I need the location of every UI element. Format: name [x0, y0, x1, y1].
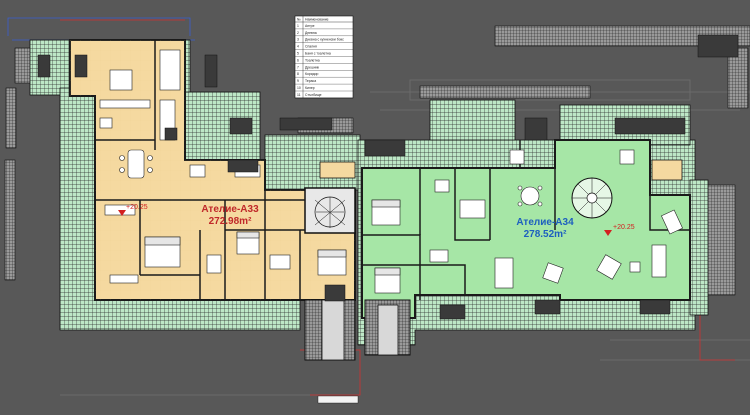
legend-row-no: 11 — [297, 93, 301, 97]
spiral-stair — [571, 177, 613, 219]
level-mark-a33-text: +20.25 — [126, 204, 148, 211]
level-mark-a34: +20.25 — [604, 224, 635, 236]
unit-a33-area: 272.98m² — [209, 216, 252, 227]
legend-row-no: 5 — [297, 52, 299, 56]
legend-row-no: 2 — [297, 31, 299, 35]
unit-a33-name: Ателие-А33 — [201, 204, 259, 215]
legend-row-no: 9 — [297, 79, 299, 83]
legend-row-name: Дневна — [305, 31, 317, 35]
legend-row-name: Коридор — [305, 72, 319, 76]
legend-row-no: 10 — [297, 86, 301, 90]
legend-row-name: Дрешник — [305, 65, 320, 69]
furniture-a33 — [99, 49, 347, 284]
legend-row-name: Дневна с кухненски бокс — [305, 38, 344, 42]
furniture-a34 — [371, 149, 683, 294]
level-mark-a34-text: +20.25 — [613, 224, 635, 231]
legend-row-no: 7 — [297, 65, 299, 69]
legend-row-no: 1 — [297, 24, 299, 28]
legend-row-name: Тоалетна — [305, 58, 320, 62]
legend-row-name: Тераса — [305, 79, 316, 83]
room-legend-table: № Наименование 1 Антре 2 Дневна 3 Дневна с ку… — [294, 15, 354, 99]
window-frames — [37, 34, 739, 320]
legend-row-name: Спалня — [305, 45, 317, 49]
legend-row-no: 4 — [297, 45, 299, 49]
legend-header-no: № — [297, 18, 301, 22]
bottom-stamp — [317, 395, 359, 404]
interior-walls-a33 — [95, 40, 305, 300]
legend-row-name: Килер — [305, 86, 315, 90]
legend-row-no: 8 — [297, 72, 299, 76]
legend-row-name: Антре — [305, 24, 315, 28]
interior-walls-a34 — [362, 140, 690, 300]
legend-header-name: Наименование — [305, 18, 329, 22]
stair-core — [304, 187, 411, 361]
marker-boxes — [319, 159, 683, 181]
balcony-a34-top-left — [429, 99, 516, 141]
legend-row-no: 3 — [297, 38, 299, 42]
legend-row-name: Стълбище — [305, 93, 322, 97]
legend-row-no: 6 — [297, 58, 299, 62]
level-mark-a33: +20.25 — [118, 204, 148, 216]
unit-a34-name: Ателие-А34 — [516, 217, 574, 228]
balcony-a34-right — [689, 179, 709, 316]
legend-row-name: Баня с тоалетна — [305, 52, 331, 56]
unit-a34-area: 278.52m² — [524, 229, 567, 240]
